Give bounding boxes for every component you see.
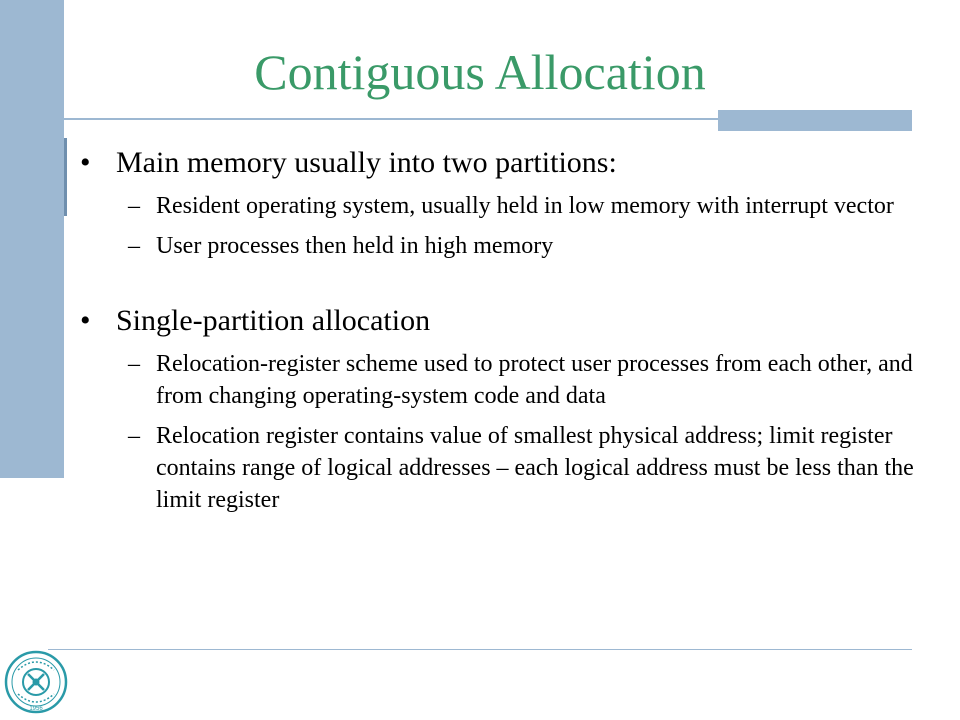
bullet-mark: • <box>80 304 91 337</box>
bullet-main-memory: • Main memory usually into two partition… <box>80 144 930 182</box>
sub-bullet-mark: – <box>128 423 140 449</box>
sub-bullet-relocation-scheme: – Relocation-register scheme used to pro… <box>80 348 930 412</box>
sub-bullet-text: Resident operating system, usually held … <box>156 193 894 219</box>
left-accent-edge <box>64 138 67 216</box>
sub-bullet-text: User processes then held in high memory <box>156 233 554 259</box>
sub-bullet-mark: – <box>128 351 140 377</box>
bullet-text: Single-partition allocation <box>116 304 431 337</box>
seal-year: 1956 <box>29 706 43 712</box>
sub-bullet-relocation-register: – Relocation register contains value of … <box>80 420 930 516</box>
sub-bullet-text: Relocation-register scheme used to prote… <box>156 351 913 409</box>
bullet-mark: • <box>80 146 91 179</box>
left-accent-bar <box>0 0 64 478</box>
university-seal-icon: 1956 <box>4 650 68 714</box>
sub-bullet-text: Relocation register contains value of sm… <box>156 423 914 513</box>
footer-rule <box>48 649 912 650</box>
sub-bullet-user-processes: – User processes then held in high memor… <box>80 230 930 262</box>
bullet-text: Main memory usually into two partitions: <box>116 146 617 179</box>
sub-bullet-mark: – <box>128 193 140 219</box>
slide-body: • Main memory usually into two partition… <box>80 140 930 516</box>
title-accent-block <box>718 110 912 131</box>
title-underline <box>40 118 912 120</box>
sub-bullet-resident-os: – Resident operating system, usually hel… <box>80 190 930 222</box>
sub-bullet-mark: – <box>128 233 140 259</box>
bullet-single-partition: • Single-partition allocation <box>80 302 930 340</box>
slide-title: Contiguous Allocation <box>254 44 706 100</box>
